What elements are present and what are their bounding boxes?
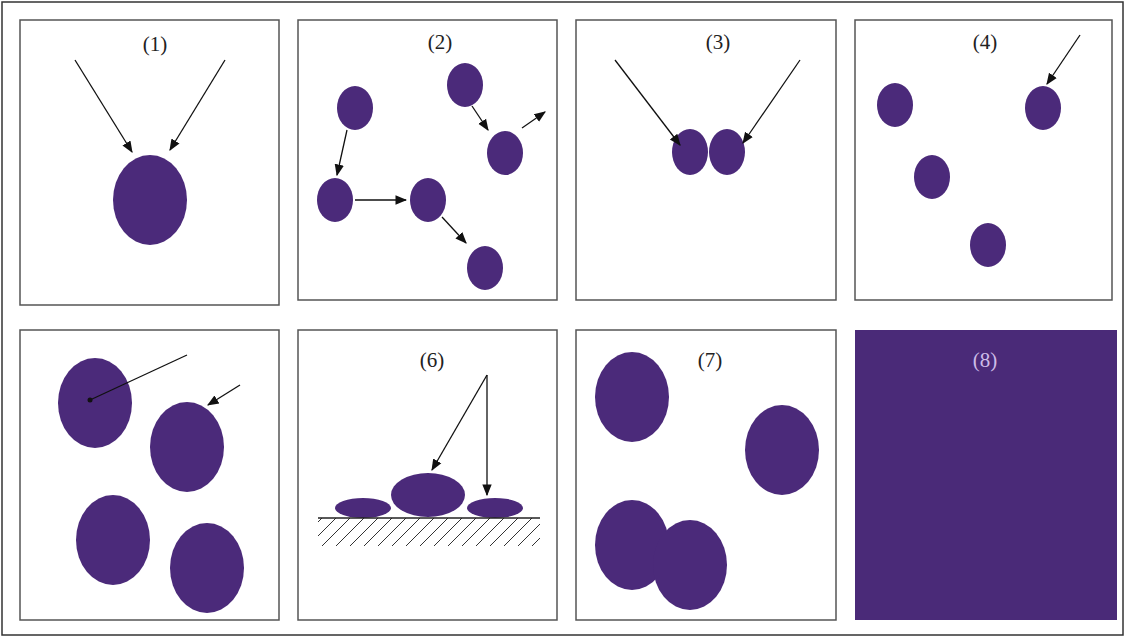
panel-number: (2) — [428, 32, 453, 53]
motion-arrows — [75, 35, 1080, 495]
leader-dot — [88, 398, 93, 403]
panel-number: (3) — [706, 32, 731, 53]
substrate-surface — [318, 517, 540, 519]
islands — [58, 63, 1061, 613]
panel-number: (4) — [973, 32, 998, 53]
panel-number: (1) — [143, 34, 168, 55]
panel-number: (6) — [420, 350, 445, 371]
leader-line — [90, 355, 187, 400]
panel-number: (8) — [973, 350, 998, 371]
substrate-hatch — [318, 518, 540, 546]
continuous-film — [855, 330, 1117, 620]
panel-number: (7) — [698, 350, 723, 371]
